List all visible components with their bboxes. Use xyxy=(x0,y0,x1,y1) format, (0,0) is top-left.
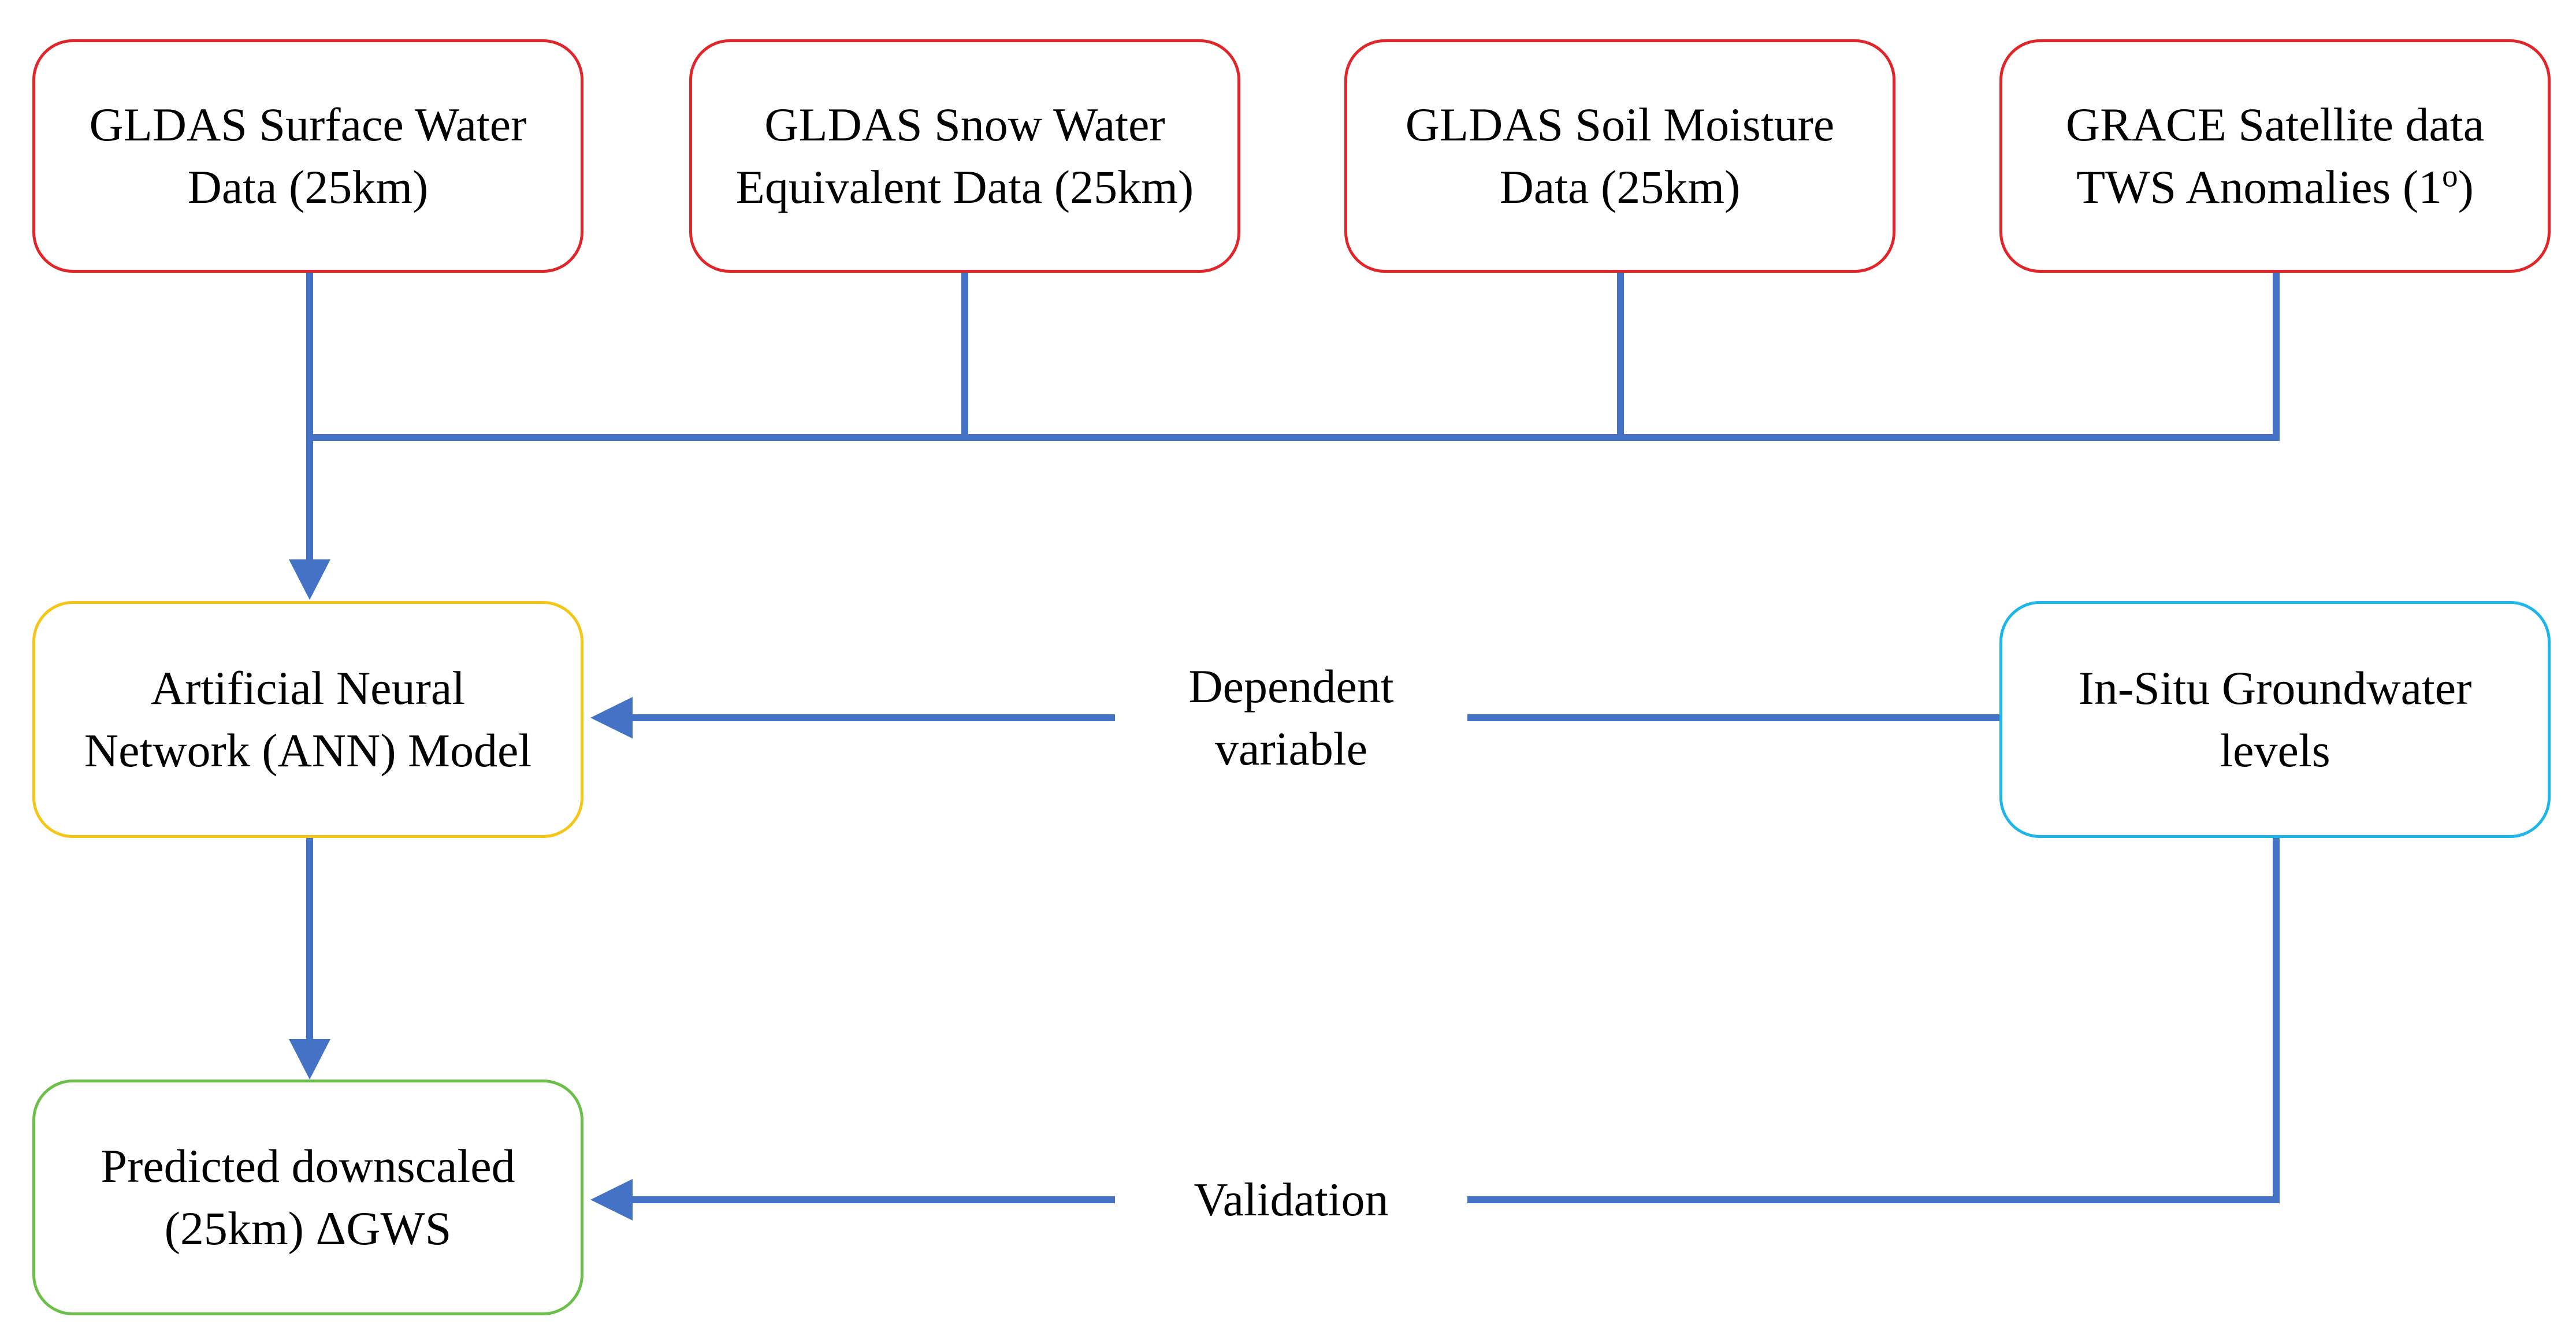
node-label-line2: Data (25km) xyxy=(1499,161,1741,213)
node-label-line1: In-Situ Groundwater xyxy=(2078,662,2472,714)
node-predicted-downscaled-gws: Predicted downscaled (25km) ΔGWS xyxy=(32,1080,583,1315)
node-ann-model: Artificial Neural Network (ANN) Model xyxy=(32,601,583,838)
node-label-line1: GLDAS Snow Water xyxy=(764,98,1165,151)
degree-superscript: o xyxy=(2442,158,2458,194)
node-label-line2: levels xyxy=(2220,724,2330,777)
edge-label-line1: Dependent xyxy=(1188,660,1394,713)
edge-label-line1: Validation xyxy=(1194,1173,1389,1226)
arrowhead-into-predicted xyxy=(289,1039,330,1080)
node-label-line1: Artificial Neural xyxy=(150,662,466,714)
node-label-line2: Equivalent Data (25km) xyxy=(735,161,1194,213)
edge-label-validation: Validation xyxy=(1115,1166,1467,1233)
edge-label-dependent-variable: Dependent variable xyxy=(1115,653,1467,782)
node-label-line1: GLDAS Surface Water xyxy=(89,98,527,151)
node-label-line1: GRACE Satellite data xyxy=(2065,98,2485,151)
node-in-situ-groundwater: In-Situ Groundwater levels xyxy=(1999,601,2551,838)
arrowhead-validation-into-predicted xyxy=(590,1179,633,1221)
edge-label-line2: variable xyxy=(1214,722,1368,775)
node-label-line2: Data (25km) xyxy=(187,161,429,213)
node-label-line2: Network (ANN) Model xyxy=(84,724,532,777)
node-grace-satellite: GRACE Satellite data TWS Anomalies (1o) xyxy=(1999,39,2551,273)
node-gldas-surface-water: GLDAS Surface Water Data (25km) xyxy=(32,39,583,273)
node-gldas-snow-water: GLDAS Snow Water Equivalent Data (25km) xyxy=(689,39,1240,273)
node-label-line1: Predicted downscaled xyxy=(101,1140,515,1192)
node-label-line1: GLDAS Soil Moisture xyxy=(1405,98,1835,151)
grace-line2-main: TWS Anomalies (1 xyxy=(2076,161,2443,213)
node-gldas-soil-moisture: GLDAS Soil Moisture Data (25km) xyxy=(1344,39,1895,273)
grace-line2-end: ) xyxy=(2458,161,2474,213)
arrowhead-into-ann xyxy=(289,559,330,600)
node-label-line2: (25km) ΔGWS xyxy=(164,1202,452,1255)
node-label-line2: TWS Anomalies (1o) xyxy=(2076,156,2474,218)
arrowhead-dependent-into-ann xyxy=(590,697,633,739)
